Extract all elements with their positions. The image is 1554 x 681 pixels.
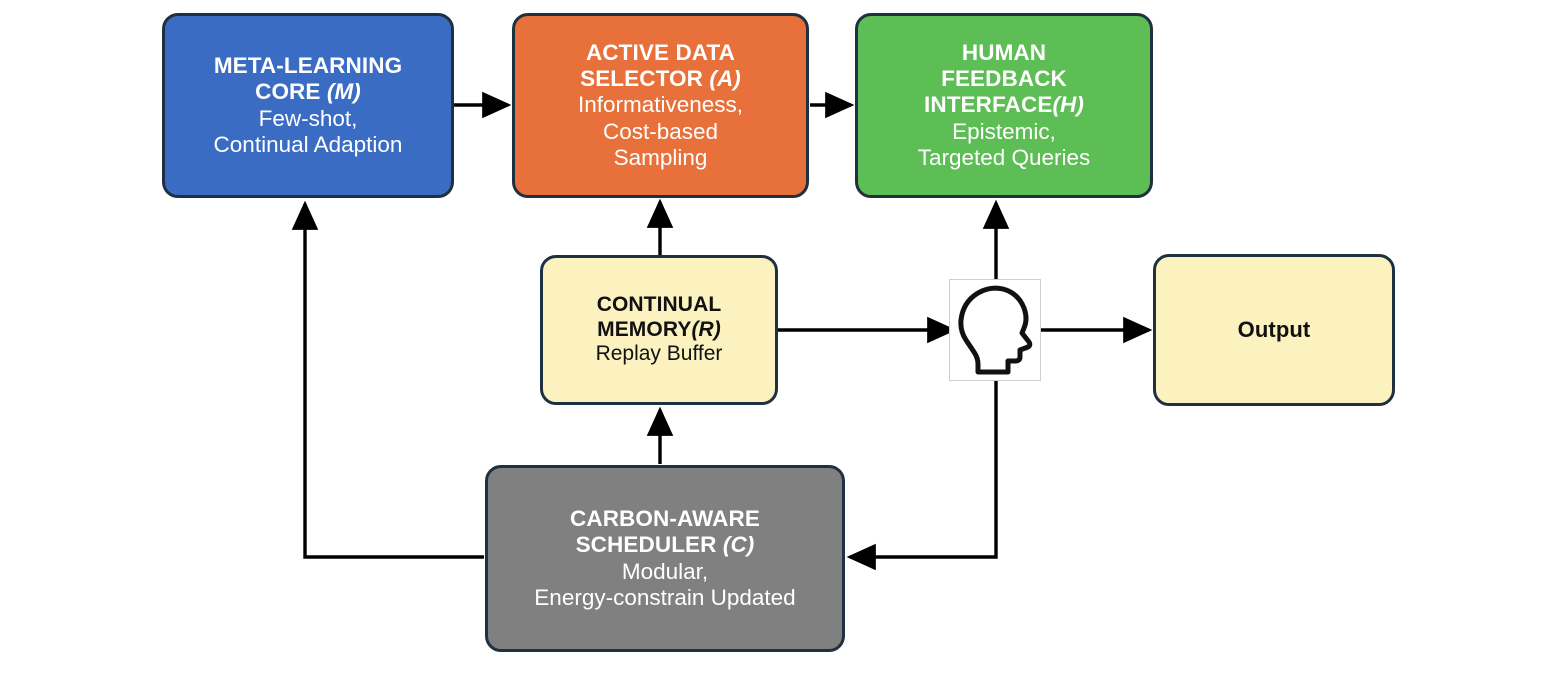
carbon-aware-scheduler-symbol: (C) xyxy=(722,532,755,558)
meta-learning-core-sub-line2: Continual Adaption xyxy=(213,131,403,157)
node-meta-learning-core[interactable]: META-LEARNING CORE (M) Few-shot, Continu… xyxy=(162,13,454,198)
continual-memory-sub-line1: Replay Buffer xyxy=(595,342,723,366)
meta-learning-core-sub-line1: Few-shot, xyxy=(258,105,358,131)
carbon-aware-scheduler-title-line1: CARBON-AWARE xyxy=(570,505,760,531)
continual-memory-symbol: (R) xyxy=(691,317,721,341)
node-human-feedback-interface[interactable]: HUMAN FEEDBACK INTERFACE(H) Epistemic, T… xyxy=(855,13,1153,198)
human-feedback-interface-title-line3: INTERFACE(H) xyxy=(924,92,1084,118)
active-data-selector-sub-line3: Sampling xyxy=(613,144,708,170)
active-data-selector-symbol: (A) xyxy=(709,66,741,92)
human-feedback-interface-sub-line1: Epistemic, xyxy=(952,118,1056,144)
meta-learning-core-title-line2: CORE (M) xyxy=(255,79,361,105)
edge-head-to-scheduler xyxy=(846,360,998,571)
carbon-aware-scheduler-sub-line1: Modular, xyxy=(621,558,709,584)
node-continual-memory[interactable]: CONTINUAL MEMORY(R) Replay Buffer xyxy=(540,255,778,405)
carbon-aware-scheduler-sub-line2: Energy-constrain Updated xyxy=(534,584,796,610)
human-feedback-interface-symbol: (H) xyxy=(1052,92,1084,118)
active-data-selector-sub-line2: Cost-based xyxy=(602,118,719,144)
active-data-selector-title-line2: SELECTOR (A) xyxy=(580,66,741,92)
node-carbon-aware-scheduler[interactable]: CARBON-AWARE SCHEDULER (C) Modular, Ener… xyxy=(485,465,845,652)
edge-scheduler-to-meta xyxy=(291,200,484,559)
human-feedback-interface-title-line2: FEEDBACK xyxy=(941,66,1067,92)
meta-learning-core-title-line1: META-LEARNING xyxy=(213,52,403,78)
active-data-selector-title-line1: ACTIVE DATA xyxy=(585,39,735,65)
node-output[interactable]: Output xyxy=(1153,254,1395,406)
continual-memory-title-line1: CONTINUAL xyxy=(596,293,722,317)
human-feedback-interface-sub-line2: Targeted Queries xyxy=(917,144,1091,170)
meta-learning-core-symbol: (M) xyxy=(326,79,361,105)
carbon-aware-scheduler-title-line2: SCHEDULER (C) xyxy=(575,532,755,558)
head-profile-icon xyxy=(949,279,1041,381)
human-feedback-interface-title-line1: HUMAN xyxy=(961,39,1047,65)
output-label: Output xyxy=(1237,317,1311,343)
continual-memory-title-line2: MEMORY(R) xyxy=(597,317,721,341)
node-active-data-selector[interactable]: ACTIVE DATA SELECTOR (A) Informativeness… xyxy=(512,13,809,198)
active-data-selector-sub-line1: Informativeness, xyxy=(577,92,744,118)
